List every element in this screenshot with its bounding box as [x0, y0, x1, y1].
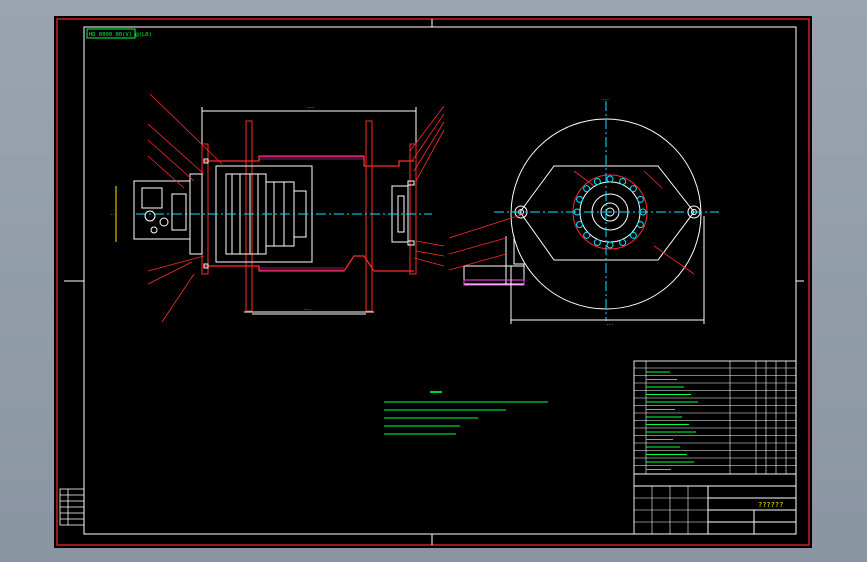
- svg-text:---: ---: [602, 97, 609, 102]
- bolt-hole: [593, 178, 601, 186]
- cad-drawing: HD 0000 00(V) @(L0) ---: [56, 18, 810, 546]
- bolt-hole: [619, 178, 627, 186]
- center-marks: [64, 19, 804, 545]
- bolt-hole: [636, 221, 644, 229]
- bolt-hole: [619, 238, 627, 246]
- stamp-label: HD 0000 00(V) @(L0): [89, 32, 152, 38]
- svg-text:---: ---: [606, 322, 613, 327]
- bolt-hole: [606, 241, 614, 249]
- bolt-hole: [583, 231, 591, 239]
- title-block-name: ??????: [758, 501, 783, 509]
- stamp-box: [86, 28, 136, 39]
- bolt-hole: [583, 185, 591, 193]
- bolt-hole: [636, 195, 644, 203]
- svg-text:---: ---: [110, 212, 117, 217]
- bolt-hole: [576, 195, 584, 203]
- bolt-hole: [629, 185, 637, 193]
- svg-text:---: ---: [304, 307, 311, 312]
- bolt-hole: [629, 231, 637, 239]
- side-section-view: ---: [110, 93, 445, 323]
- end-view: --- ---: [448, 97, 719, 327]
- title-block: ??????: [633, 360, 797, 535]
- svg-text:---: ---: [307, 105, 314, 110]
- revision-table: [59, 488, 85, 526]
- bolt-hole: [606, 175, 614, 183]
- technical-notes: [384, 391, 548, 435]
- bolt-hole: [593, 238, 601, 246]
- bolt-hole: [576, 221, 584, 229]
- drawing-canvas[interactable]: HD 0000 00(V) @(L0) ---: [54, 16, 812, 548]
- outer-frame: [56, 18, 810, 546]
